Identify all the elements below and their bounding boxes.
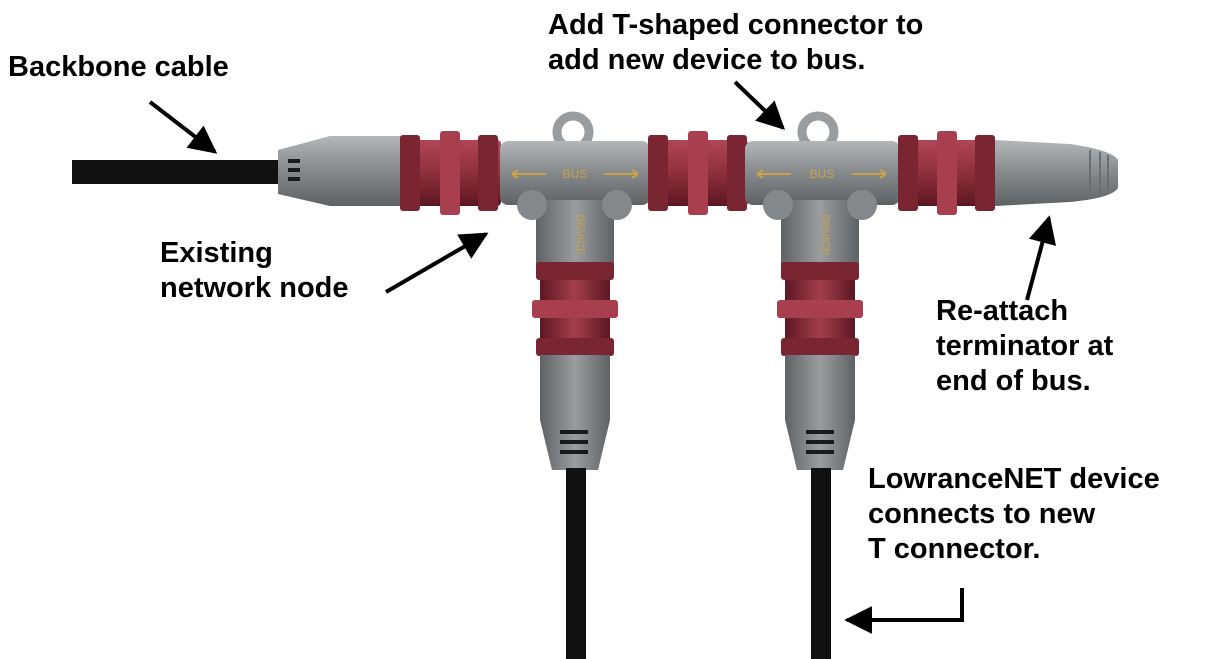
callout-terminator-line-3: end of bus. — [936, 365, 1091, 397]
tee2-device-marking: DEVICE — [819, 215, 831, 256]
callout-existing-line-1: Existing — [160, 237, 273, 269]
tee-connector-new: BUS DEVICE — [745, 111, 900, 266]
backbone-cable — [72, 160, 287, 184]
terminator-ridges — [1089, 150, 1109, 196]
drop-plug-new — [785, 355, 855, 470]
callout-add-tee-line-2: add new device to bus. — [548, 44, 866, 76]
drop-grips-new — [806, 430, 834, 454]
callout-device-line-1: LowranceNET device — [868, 463, 1160, 495]
callout-device-line-3: T connector. — [868, 533, 1041, 565]
arrow-add-tee — [733, 80, 786, 130]
tee2-bus-marking: BUS — [810, 167, 835, 181]
callout-backbone-line-1: Backbone cable — [8, 51, 229, 83]
middle-coupling-nut — [648, 131, 748, 215]
callout-device-line-2: connects to new — [868, 498, 1096, 530]
tee1-bus-marking: BUS — [563, 167, 588, 181]
drop-coupling-new — [777, 262, 863, 357]
arrow-existing-node — [384, 232, 489, 294]
drop-cable-existing — [566, 468, 586, 659]
drop-grips-existing — [560, 430, 588, 454]
arrow-terminator — [1025, 215, 1056, 301]
tee-connector-existing: BUS DEVICE — [500, 111, 650, 266]
left-plug — [278, 136, 405, 206]
callout-existing-node: Existing network node — [160, 236, 349, 306]
callout-terminator: Re-attach terminator at end of bus. — [936, 294, 1113, 399]
arrow-backbone — [148, 100, 218, 154]
drop-cable-new — [811, 468, 831, 659]
callout-backbone-cable: Backbone cable — [8, 50, 229, 85]
callout-existing-line-2: network node — [160, 272, 349, 304]
arrow-device — [844, 588, 964, 634]
callout-add-tee-connector: Add T-shaped connector to add new device… — [548, 8, 923, 78]
left-coupling-nut — [400, 131, 501, 215]
left-plug-grips — [288, 159, 300, 181]
tee1-device-marking: DEVICE — [574, 215, 586, 256]
callout-terminator-line-1: Re-attach — [936, 295, 1069, 327]
right-coupling-nut — [898, 131, 998, 215]
callout-terminator-line-2: terminator at — [936, 330, 1114, 362]
drop-plug-existing — [540, 355, 610, 470]
callout-add-tee-line-1: Add T-shaped connector to — [548, 9, 924, 41]
terminator-plug — [995, 140, 1118, 206]
callout-device: LowranceNET device connects to new T con… — [868, 462, 1160, 567]
drop-coupling-existing — [532, 262, 618, 357]
